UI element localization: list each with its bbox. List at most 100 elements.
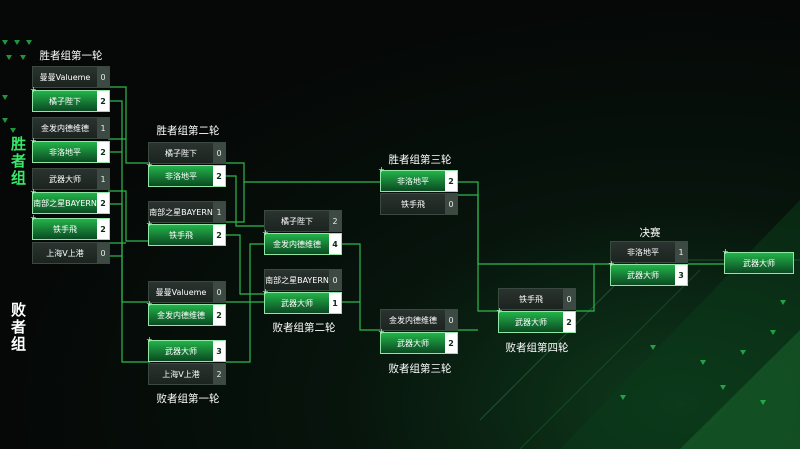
match-slot[interactable]: 武器大师 1	[32, 168, 110, 190]
advance-marker-icon: +	[146, 335, 153, 344]
match-slot[interactable]: 曼曼Valueme 0	[32, 66, 110, 88]
match-slot-winner[interactable]: + 橘子陛下 2	[30, 85, 110, 112]
team-name: 铁手飛	[401, 199, 425, 209]
champion-name: 武器大师	[743, 258, 775, 268]
team-name: 武器大师	[281, 298, 313, 308]
advance-marker-icon: +	[496, 306, 503, 315]
losers-bracket-label: 败者组	[9, 302, 27, 353]
match-slot[interactable]: 上海V上港 2	[148, 363, 226, 385]
team-score: 2	[445, 333, 457, 353]
team-score: 3	[675, 265, 687, 285]
team-name: 曼曼Valueme	[155, 287, 207, 297]
match-slot[interactable]: 金发内德维德 0	[380, 309, 458, 331]
team-name: 铁手飛	[169, 230, 193, 240]
team-score: 3	[213, 341, 225, 361]
team-name: 武器大师	[49, 174, 81, 184]
advance-marker-icon: +	[30, 213, 37, 222]
match-slot-winner[interactable]: + 金发内德维德 4	[262, 228, 342, 255]
team-name: 金发内德维德	[157, 310, 205, 320]
team-score: 1	[675, 242, 687, 262]
team-name: 武器大师	[397, 338, 429, 348]
match-slot[interactable]: 铁手飛 0	[498, 288, 576, 310]
match-slot-winner[interactable]: + 铁手飛 2	[30, 213, 110, 240]
advance-marker-icon: +	[30, 136, 37, 145]
advance-marker-icon: +	[30, 187, 37, 196]
team-score: 2	[97, 193, 109, 213]
team-name: 上海V上港	[46, 248, 84, 258]
team-score: 0	[329, 270, 341, 290]
match-slot-winner[interactable]: + 武器大师 2	[496, 306, 576, 333]
team-name: 武器大师	[627, 270, 659, 280]
match-slot[interactable]: 非洛地平 1	[610, 241, 688, 263]
round-title-winners-2: 胜者组第二轮	[156, 125, 220, 137]
advance-marker-icon: +	[262, 228, 269, 237]
round-title-winners-3: 胜者组第三轮	[388, 154, 452, 166]
round-title-losers-2: 败者组第二轮	[272, 322, 336, 334]
match-slot-winner[interactable]: + 金发内德维德 2	[146, 299, 226, 326]
match-slot[interactable]: 南部之星BAYERN 0	[264, 269, 342, 291]
team-name: 橘子陛下	[281, 216, 313, 226]
team-score: 2	[213, 364, 225, 384]
match-slot[interactable]: 橘子陛下 0	[148, 142, 226, 164]
team-score: 2	[213, 166, 225, 186]
champion-slot[interactable]: + 武器大师	[722, 247, 794, 274]
match-slot[interactable]: 金发内德维德 1	[32, 117, 110, 139]
team-name: 非洛地平	[165, 171, 197, 181]
team-score: 1	[97, 118, 109, 138]
match-slot[interactable]: 橘子陛下 2	[264, 210, 342, 232]
team-name: 铁手飛	[519, 294, 543, 304]
match-slot[interactable]: 上海V上港 0	[32, 242, 110, 264]
match-slot-winner[interactable]: + 武器大师 3	[608, 259, 688, 286]
round-title-losers-1: 败者组第一轮	[156, 393, 220, 405]
team-score: 0	[445, 194, 457, 214]
match-slot-winner[interactable]: + 武器大师 3	[146, 335, 226, 362]
team-name: 非洛地平	[49, 147, 81, 157]
team-name: 橘子陛下	[49, 96, 81, 106]
team-score: 4	[329, 234, 341, 254]
match-slot[interactable]: 铁手飛 0	[380, 193, 458, 215]
team-name: 南部之星BAYERN	[265, 275, 329, 285]
match-slot-winner[interactable]: + 南部之星BAYERN 2	[30, 187, 110, 214]
round-title-losers-4: 败者组第四轮	[505, 342, 569, 354]
team-name: 上海V上港	[162, 369, 200, 379]
team-name: 非洛地平	[627, 247, 659, 257]
team-score: 1	[97, 169, 109, 189]
team-score: 0	[97, 67, 109, 87]
team-name: 武器大师	[515, 317, 547, 327]
team-score: 0	[563, 289, 575, 309]
team-score: 1	[213, 202, 225, 222]
team-score: 0	[445, 310, 457, 330]
match-slot[interactable]: 南部之星BAYERN 1	[148, 201, 226, 223]
match-slot-winner[interactable]: + 非洛地平 2	[378, 165, 458, 192]
team-score: 0	[213, 143, 225, 163]
team-name: 曼曼Valueme	[39, 72, 91, 82]
team-score: 2	[563, 312, 575, 332]
team-score: 2	[445, 171, 457, 191]
team-score: 0	[213, 282, 225, 302]
match-slot-winner[interactable]: + 武器大师 2	[378, 327, 458, 354]
match-slot-winner[interactable]: + 武器大师 1	[262, 287, 342, 314]
match-slot-winner[interactable]: + 非洛地平 2	[146, 160, 226, 187]
advance-marker-icon: +	[608, 259, 615, 268]
team-name: 金发内德维德	[41, 123, 89, 133]
team-name: 非洛地平	[397, 176, 429, 186]
advance-marker-icon: +	[378, 165, 385, 174]
advance-marker-icon: +	[30, 85, 37, 94]
winners-bracket-label: 胜者组	[9, 136, 27, 187]
team-score: 2	[97, 219, 109, 239]
match-slot[interactable]: 曼曼Valueme 0	[148, 281, 226, 303]
advance-marker-icon: +	[722, 247, 729, 256]
team-score: 2	[97, 91, 109, 111]
match-slot-winner[interactable]: + 非洛地平 2	[30, 136, 110, 163]
round-title-final: 决赛	[639, 227, 661, 239]
team-score: 2	[213, 305, 225, 325]
team-score: 2	[97, 142, 109, 162]
advance-marker-icon: +	[378, 327, 385, 336]
advance-marker-icon: +	[262, 287, 269, 296]
round-title-losers-3: 败者组第三轮	[388, 363, 452, 375]
team-name: 金发内德维德	[389, 315, 437, 325]
team-name: 橘子陛下	[165, 148, 197, 158]
match-slot-winner[interactable]: + 铁手飛 2	[146, 219, 226, 246]
team-name: 武器大师	[165, 346, 197, 356]
